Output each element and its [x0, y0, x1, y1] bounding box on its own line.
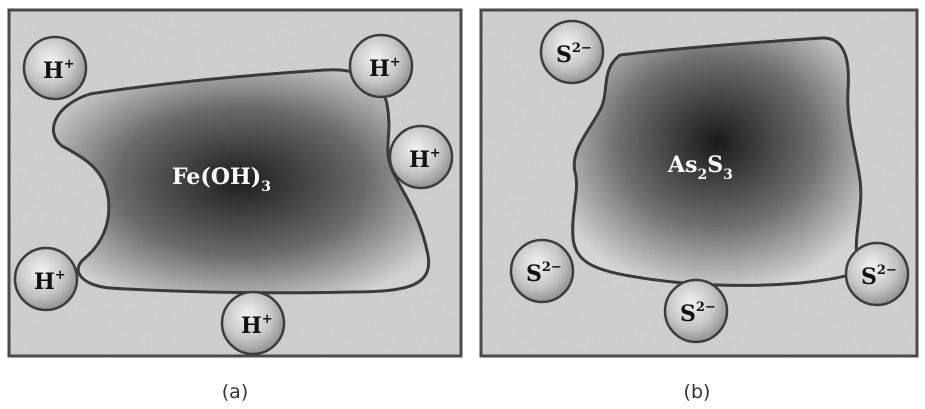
- ion-base: S: [680, 301, 696, 327]
- svg-text:H+: H+: [409, 146, 441, 173]
- panel-b-caption: (b): [684, 381, 711, 403]
- ion-base: S: [526, 261, 542, 287]
- as2s3-sub1: 2: [697, 167, 707, 183]
- s-ion-bottom: S2−: [663, 278, 729, 344]
- ion-charge: +: [55, 268, 66, 283]
- fe-oh3-subscript: 3: [261, 179, 271, 195]
- svg-text:S2−: S2−: [526, 260, 562, 287]
- svg-text:S2−: S2−: [680, 300, 716, 327]
- svg-text:H+: H+: [43, 57, 75, 84]
- ion-charge: 2−: [696, 300, 716, 315]
- ion-charge: 2−: [542, 260, 562, 275]
- fe-oh3-formula: Fe(OH): [172, 164, 261, 190]
- panel-b: As2S3 S2− S2− S2− S2− (b): [479, 8, 919, 403]
- ion-base: S: [861, 264, 877, 290]
- svg-text:H+: H+: [34, 268, 66, 295]
- ion-charge: +: [262, 312, 273, 327]
- as2s3-s: S: [707, 152, 723, 178]
- as2s3-sub2: 3: [723, 167, 733, 183]
- svg-text:H+: H+: [369, 55, 401, 82]
- svg-text:S2−: S2−: [861, 263, 897, 290]
- ion-charge: +: [390, 55, 401, 70]
- s-ion-top-left: S2−: [539, 19, 605, 85]
- ion-base: H: [369, 56, 390, 82]
- s-ion-bottom-right: S2−: [844, 241, 910, 307]
- svg-text:S2−: S2−: [556, 41, 592, 68]
- fe-oh3-label: Fe(OH)3: [172, 164, 271, 195]
- s-ion-bottom-left: S2−: [509, 238, 575, 304]
- panel-a-caption: (a): [222, 381, 248, 403]
- svg-text:H+: H+: [241, 312, 273, 339]
- ion-charge: +: [64, 57, 75, 72]
- as2s3-as: As: [667, 152, 697, 178]
- ion-base: H: [241, 313, 262, 339]
- ion-base: H: [34, 269, 55, 295]
- ion-charge: 2−: [572, 41, 592, 56]
- ion-charge: +: [430, 146, 441, 161]
- h-ion-top-right: H+: [348, 33, 414, 99]
- ion-base: S: [556, 42, 572, 68]
- h-ion-bottom-left: H+: [13, 246, 79, 312]
- h-ion-bottom: H+: [220, 290, 286, 356]
- ion-base: H: [409, 147, 430, 173]
- ion-charge: 2−: [877, 263, 897, 278]
- ion-base: H: [43, 58, 64, 84]
- h-ion-right: H+: [388, 124, 454, 190]
- as2s3-label: As2S3: [667, 152, 733, 183]
- panel-a: Fe(OH)3 H+ H+ H+ H+ H+ (a): [7, 8, 463, 403]
- as2s3-colloid: [571, 36, 863, 287]
- h-ion-top-left: H+: [22, 35, 88, 101]
